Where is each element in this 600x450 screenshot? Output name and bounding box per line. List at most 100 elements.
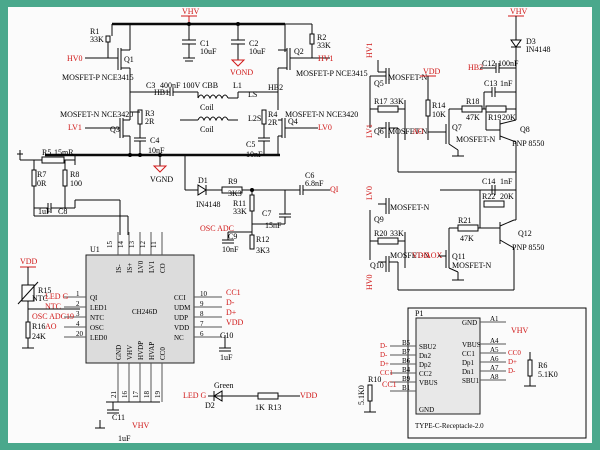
p1-left-pin-name: Dp2 [419, 361, 432, 369]
u1-left-pin-num: 20 [76, 330, 84, 338]
u1-left-pin-num: 4 [76, 320, 80, 328]
p1-right-pin-net: CC0 [508, 349, 521, 357]
c12-value: 100nF [498, 59, 519, 68]
u1-left-pin-num: 1 [76, 290, 80, 298]
q12-ref: Q12 [518, 229, 532, 238]
r3-value: 2R [145, 117, 155, 126]
aox-q11: AOX [425, 251, 443, 260]
p1-right-pin-name: GND [462, 319, 477, 327]
p1-right-pin-num: A8 [490, 373, 499, 381]
r5-ref: R5 [42, 148, 51, 157]
u1-right-pin-num: 7 [200, 320, 204, 328]
r6-ref: R6 [538, 361, 547, 370]
u1-left-pin-num: 2 [76, 300, 80, 308]
u1-left-pin-name: QI [90, 294, 98, 302]
vhv-p1: VHV [511, 326, 529, 335]
r19-ref: R19 [488, 113, 501, 122]
u1-left-nets: LED G NTC OSC ADC19 AO VDD R15 NTC R16 2… [17, 257, 80, 349]
c7-ref: C7 [262, 209, 271, 218]
r22-value: 20K [500, 192, 514, 201]
u1-top-pin-num: 13 [128, 241, 136, 249]
q8-type: PNP 8550 [512, 139, 544, 148]
lv1-label: LV1 [68, 123, 82, 132]
p1-left-pin-name: CC2 [419, 370, 432, 378]
led-g-net-2: LED G [183, 391, 207, 400]
r20-value: 33K [390, 229, 404, 238]
u1-top-pin-num: 15 [106, 241, 114, 249]
c13-value: 1nF [500, 79, 513, 88]
vdd-net-left: VDD [20, 257, 38, 266]
d3-value: IN4148 [526, 45, 550, 54]
u1-bottom-pin-num: 19 [154, 391, 162, 399]
c13-ref: C13 [484, 79, 497, 88]
c1-value: 10uF [200, 47, 217, 56]
p1-right-pin-net: D- [508, 367, 516, 375]
u1-right-pin-name: UDP [174, 314, 188, 322]
p1-left-pin-name: SBU2 [419, 343, 437, 351]
u1-bottom-pin-name: CC0 [159, 347, 167, 360]
c8-value: 1uF [38, 207, 51, 216]
q5-type: MOSFET-N [388, 73, 427, 82]
c3-label: C3 [146, 81, 155, 90]
power-stage: VHV C1 10uF C2 10uF VOND R1 33K [45, 7, 368, 184]
c4-value: 10nF [148, 146, 165, 155]
gate-driver-bottom: LV0 Q9 MOSFET-N R20 33K HV0 Q10 MOSFET-N… [365, 172, 544, 291]
vdd-net-right: VDD [226, 318, 244, 327]
u1-right-nets: CC1 D- D+ VDD C10 1uF [219, 288, 244, 362]
r1-ref: R1 [90, 27, 99, 36]
p1-left-pin-num: B7 [402, 348, 411, 356]
ao-q7: AO [412, 127, 424, 136]
u1-top-pin-num: 14 [117, 241, 125, 249]
p1-body [415, 317, 481, 415]
c8-ref: C8 [58, 207, 67, 216]
r3-ref: R3 [145, 109, 154, 118]
d3-ref: D3 [526, 37, 536, 46]
r6-value: 5.1K0 [538, 370, 558, 379]
r17-ref: R17 [374, 97, 387, 106]
u1-right-pin-num: 10 [200, 290, 208, 298]
current-sense: R5 15mR R7 0R R8 100 1uF C8 [17, 148, 129, 235]
c14-value: 1nF [500, 177, 513, 186]
q11-ref: Q11 [452, 252, 465, 261]
u1-top-pin-name: CO [159, 263, 167, 273]
c4-ref: C4 [150, 136, 159, 145]
p1-gnd-bottom: GND [419, 406, 434, 414]
q7-ref: Q7 [452, 123, 462, 132]
q11-type: MOSFET-N [452, 261, 491, 270]
u1-top-pin-num: 12 [139, 241, 147, 249]
p1-left-pin-name: Dn2 [419, 352, 432, 360]
p1-left-pin-num: B5 [402, 339, 411, 347]
r16-ref: R16 [32, 322, 45, 331]
hb2-label: HB2 [268, 83, 283, 92]
u1-left-pin-name: NTC [90, 314, 104, 322]
c2-value: 10uF [249, 47, 266, 56]
vond-label: VOND [230, 68, 253, 77]
d1-ref: D1 [198, 176, 208, 185]
r16-value: 24K [32, 332, 46, 341]
u1-top-pin-name: LV1 [148, 260, 156, 273]
q6-type: MOSFET-N [388, 127, 427, 136]
p1-right-pin-name: CC1 [462, 350, 475, 358]
u1-left-pin-name: LED1 [90, 304, 108, 312]
schematic-sheet [8, 7, 592, 443]
q8-ref: Q8 [520, 125, 530, 134]
q1-ref: Q1 [124, 55, 134, 64]
p1-left-pin-net: D+ [380, 360, 389, 368]
c10-value: 1uF [220, 353, 233, 362]
r4-ref: R4 [268, 110, 277, 119]
hv0-vert: HV0 [365, 274, 374, 290]
r14-value: 10K [432, 110, 446, 119]
p1-ref: P1 [415, 309, 423, 318]
p1-left-pin-net: D- [380, 351, 388, 359]
r18-value: 47K [466, 113, 480, 122]
vhv-label-top: VHV [182, 7, 200, 16]
r15-value: NTC [32, 294, 48, 303]
q9-type: MOSFET-N [390, 203, 429, 212]
u1-left-pin-name: OSC [90, 324, 104, 332]
u1-right-pin-name: VDD [174, 324, 189, 332]
